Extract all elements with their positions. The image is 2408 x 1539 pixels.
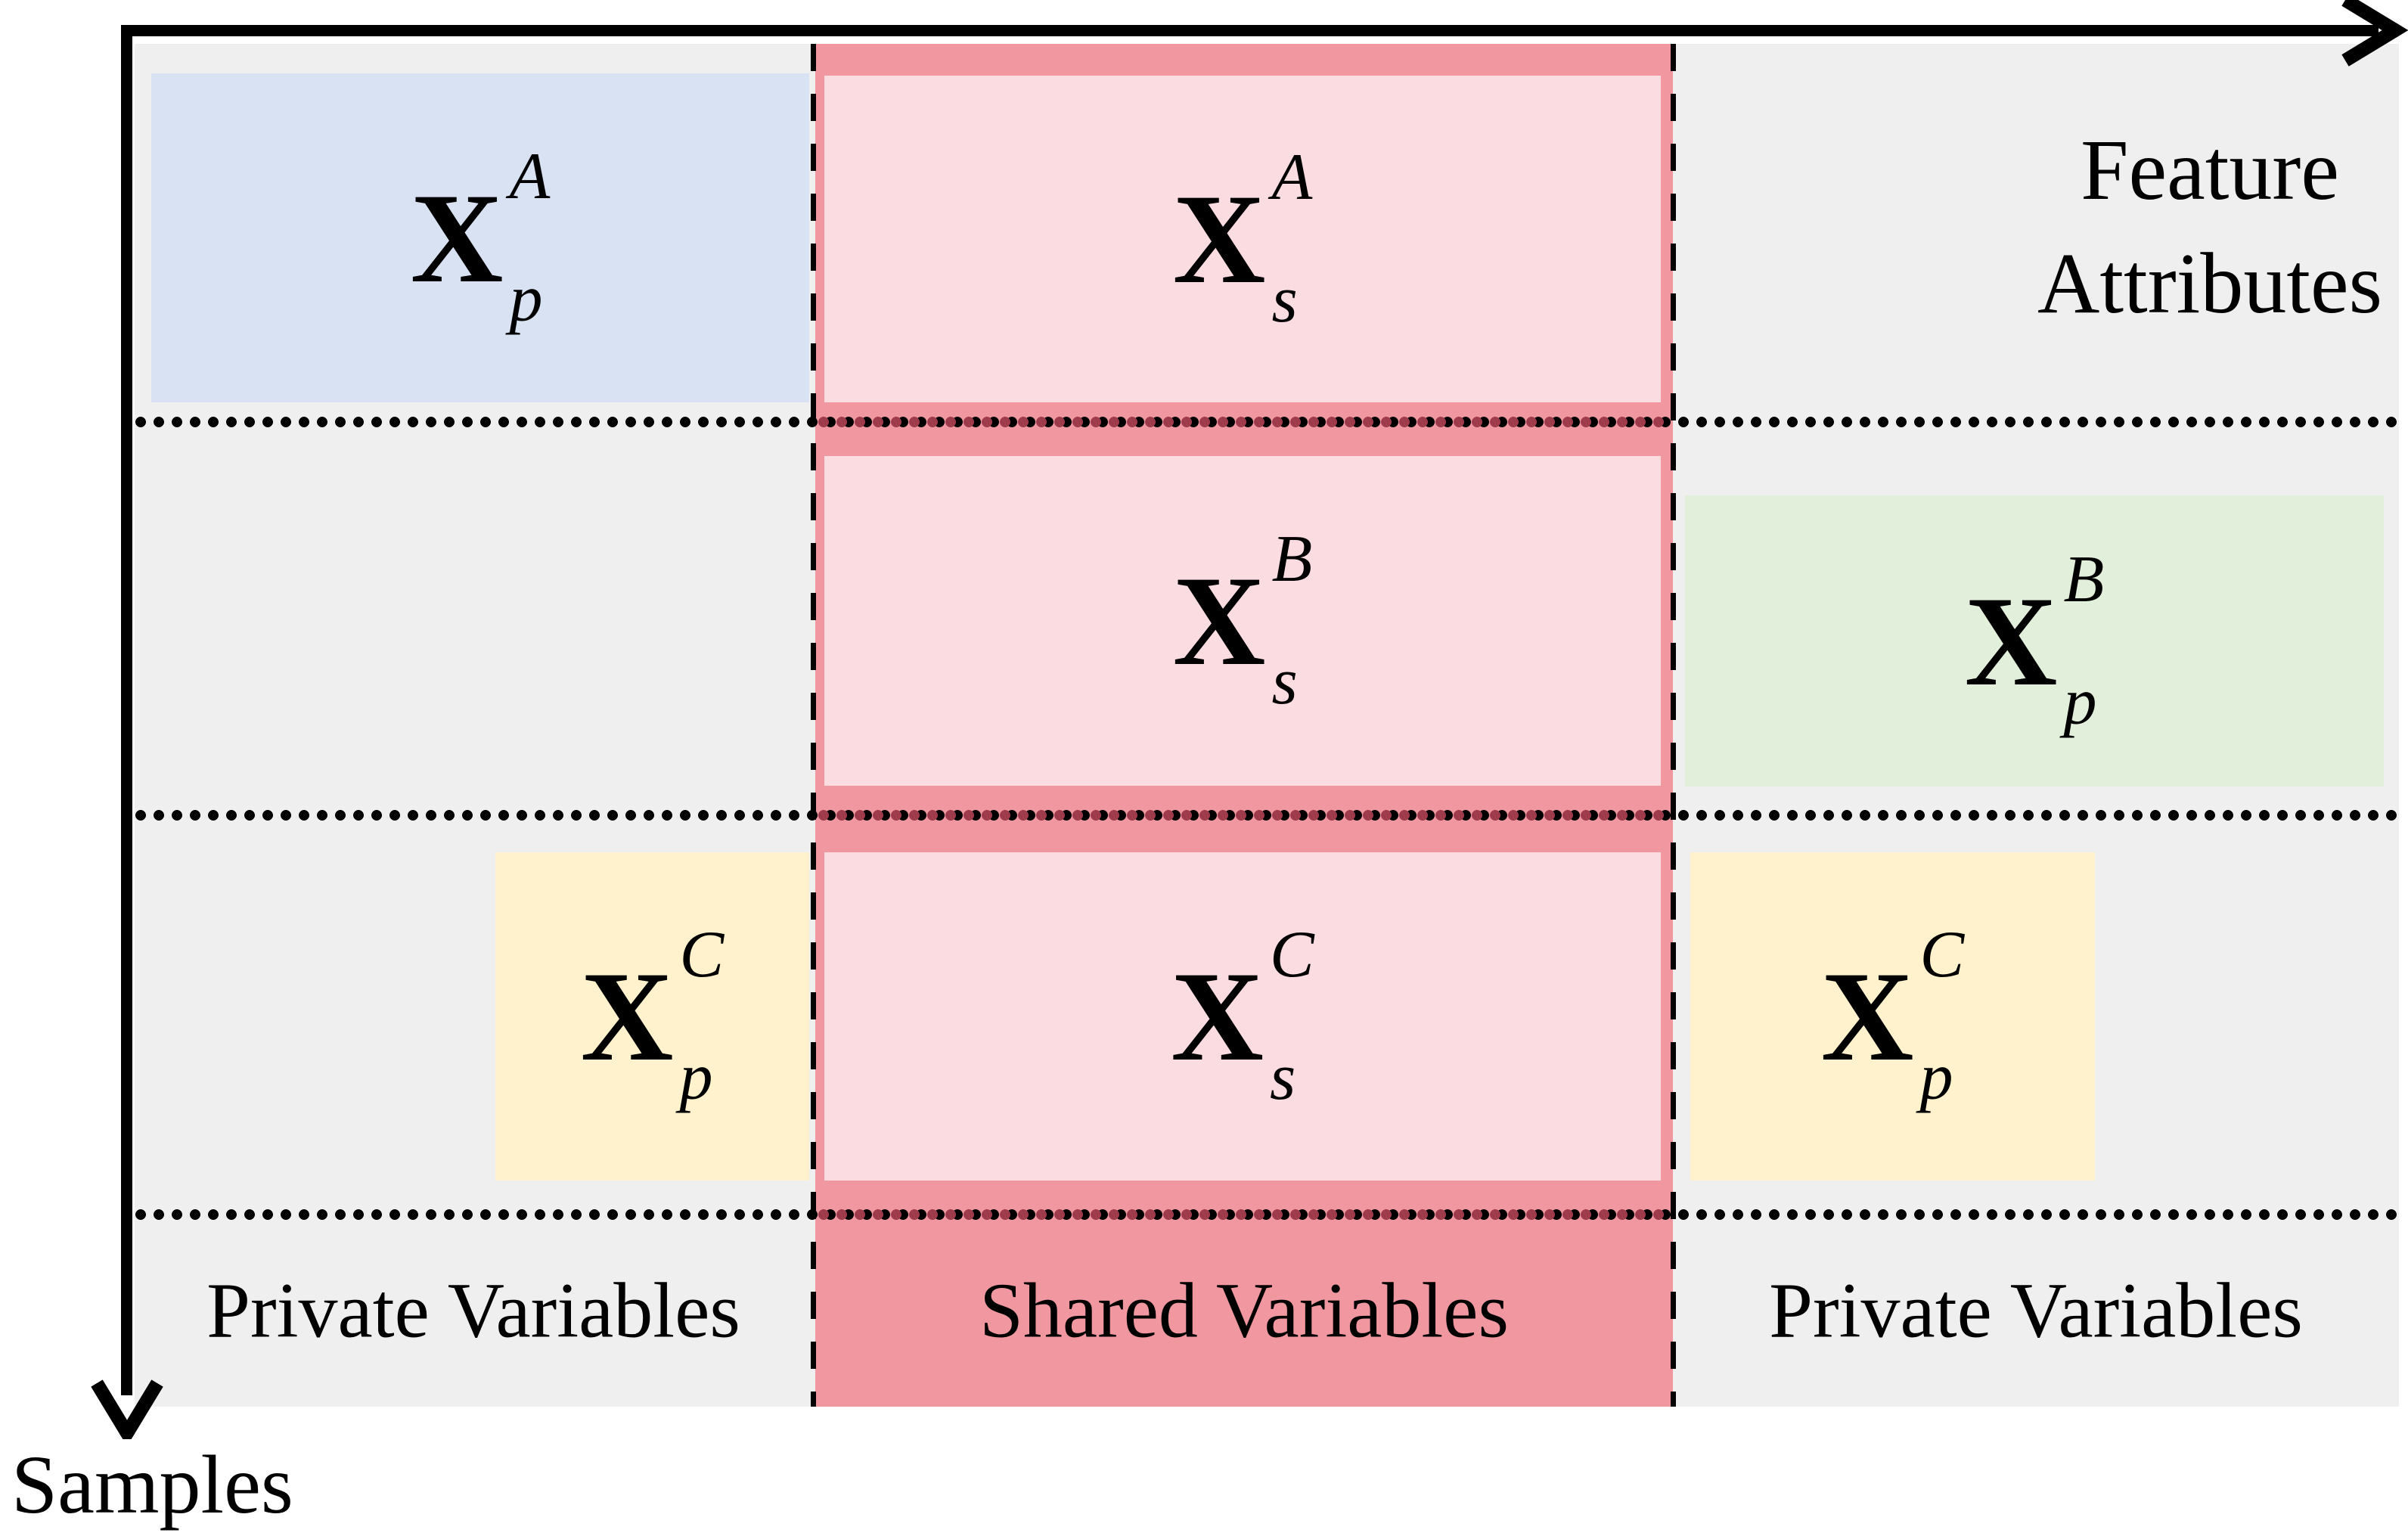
block-private-a: X A p xyxy=(151,73,809,402)
matrix-symbol-superscript: C xyxy=(1270,918,1314,991)
matrix-symbol-subscript: p xyxy=(679,1041,713,1114)
matrix-symbol-subscript: s xyxy=(1270,1041,1296,1114)
matrix-symbol-superscript: B xyxy=(1271,523,1313,596)
matrix-symbol-private-c-right: X C p xyxy=(1821,922,1964,1111)
x-axis-arrowhead-icon xyxy=(2341,0,2408,67)
matrix-symbol-subscript: p xyxy=(509,262,543,336)
row-separator-dotted-line-1-shared-segment xyxy=(818,416,1671,428)
block-private-b: X B p xyxy=(1685,495,2384,787)
matrix-symbol-base: X xyxy=(410,166,504,309)
shared-column-right-dashed-line xyxy=(1671,44,1676,1407)
private-variables-label-right: Private Variables xyxy=(1769,1267,2303,1354)
private-variables-label-left: Private Variables xyxy=(206,1267,740,1354)
matrix-symbol-superscript: A xyxy=(1271,141,1313,214)
matrix-symbol-subscript: p xyxy=(2063,665,2097,739)
matrix-symbol-private-a: X A p xyxy=(410,139,551,336)
matrix-symbol-base: X xyxy=(1964,569,2058,712)
shared-column-left-dashed-line xyxy=(811,44,816,1407)
matrix-symbol-private-b: X B p xyxy=(1964,542,2105,739)
matrix-symbol-scripts: B s xyxy=(1272,526,1313,715)
matrix-symbol-scripts: B p xyxy=(2063,542,2105,739)
matrix-symbol-base: X xyxy=(1172,168,1266,310)
matrix-symbol-shared-a: X A s xyxy=(1173,144,1313,334)
matrix-symbol-base: X xyxy=(1171,945,1265,1088)
matrix-symbol-scripts: C p xyxy=(1920,922,1965,1111)
matrix-symbol-shared-c: X C s xyxy=(1171,922,1314,1111)
matrix-symbol-scripts: A s xyxy=(1272,144,1313,334)
block-shared-b: X B s xyxy=(824,456,1661,786)
block-private-c-left: X C p xyxy=(495,852,809,1181)
x-axis-line xyxy=(121,25,2379,36)
x-axis-caption: Feature Attributes xyxy=(2037,113,2382,341)
y-axis-caption: Samples xyxy=(11,1438,293,1531)
matrix-symbol-scripts: C p xyxy=(680,922,725,1111)
matrix-symbol-shared-b: X B s xyxy=(1173,526,1313,715)
y-axis-line xyxy=(121,25,132,1395)
matrix-symbol-base: X xyxy=(1172,550,1266,692)
block-shared-a: X A s xyxy=(824,76,1661,402)
x-axis-caption-line2: Attributes xyxy=(2037,235,2382,332)
row-separator-dotted-line-2-shared-segment xyxy=(818,809,1671,821)
matrix-symbol-subscript: s xyxy=(1271,645,1298,718)
matrix-symbol-subscript: s xyxy=(1271,263,1298,337)
block-private-c-right: X C p xyxy=(1690,852,2095,1181)
matrix-symbol-superscript: A xyxy=(509,139,551,213)
matrix-symbol-subscript: p xyxy=(1919,1041,1953,1114)
block-shared-c: X C s xyxy=(824,852,1661,1181)
matrix-symbol-base: X xyxy=(580,945,674,1088)
matrix-symbol-superscript: C xyxy=(1919,918,1965,991)
matrix-symbol-base: X xyxy=(1820,945,1914,1088)
row-separator-dotted-line-3-shared-segment xyxy=(818,1209,1671,1221)
matrix-symbol-superscript: B xyxy=(2063,542,2105,616)
matrix-symbol-private-c-left: X C p xyxy=(581,922,724,1111)
matrix-symbol-scripts: C s xyxy=(1270,922,1314,1111)
matrix-symbol-scripts: A p xyxy=(509,139,551,336)
shared-variables-label: Shared Variables xyxy=(979,1267,1509,1354)
x-axis-caption-line1: Feature xyxy=(2081,122,2339,218)
matrix-symbol-superscript: C xyxy=(679,918,725,991)
y-axis-arrowhead-icon xyxy=(91,1379,163,1439)
